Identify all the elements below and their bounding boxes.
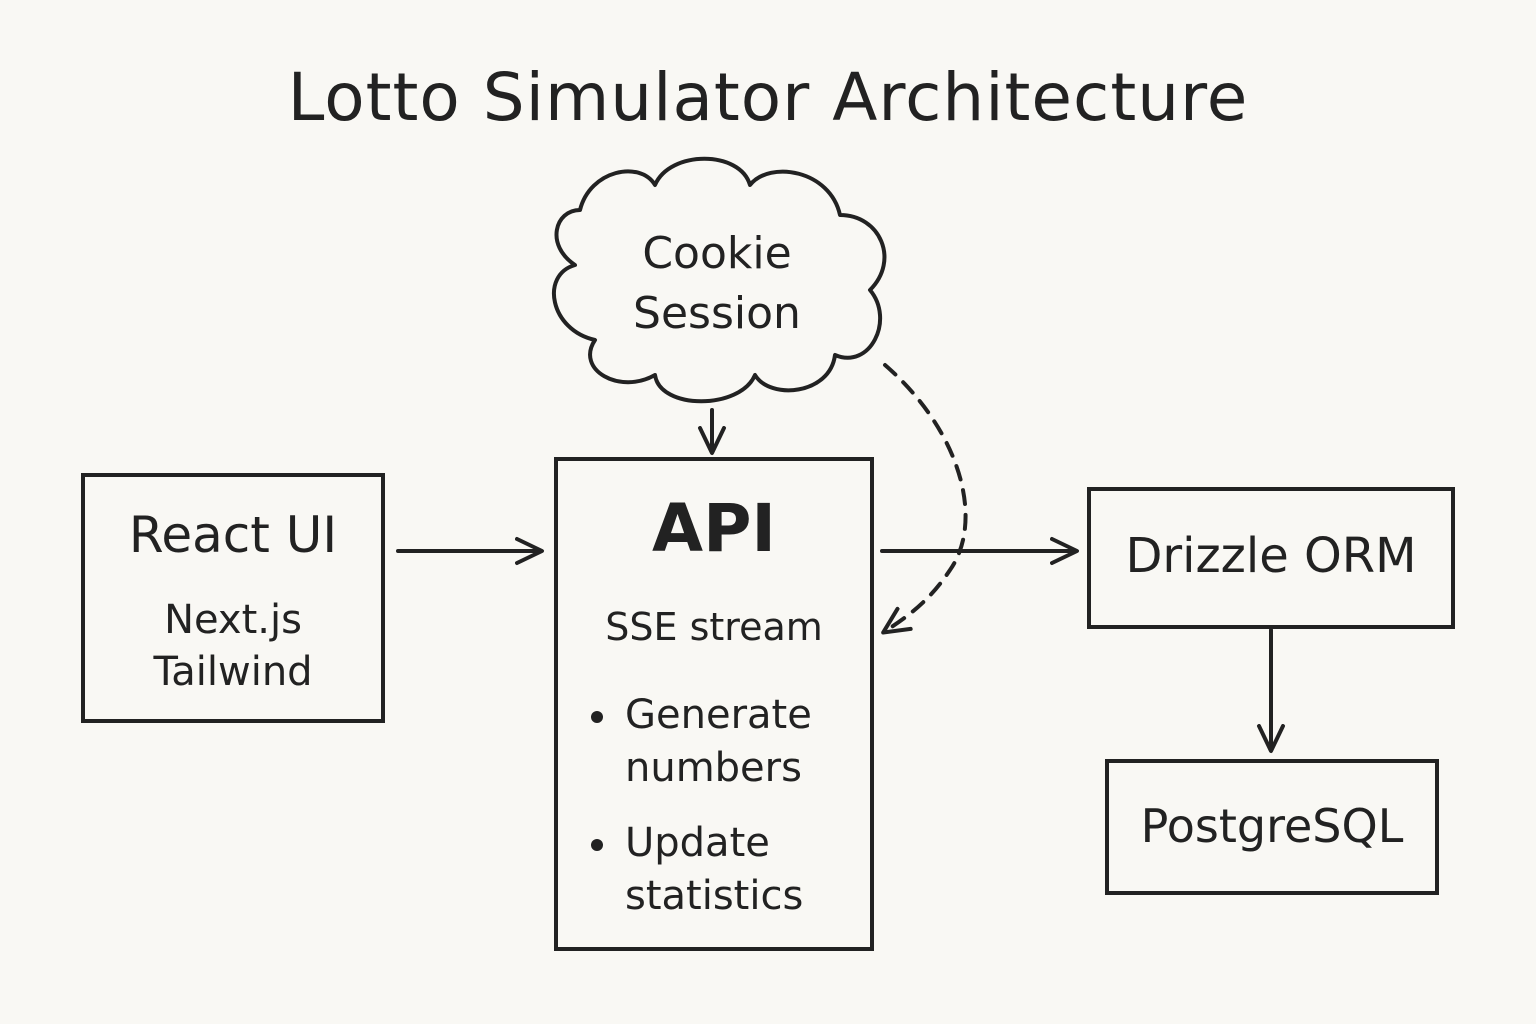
drizzle-orm-title: Drizzle ORM bbox=[1125, 528, 1417, 584]
edge-cookie-to-api-dashed bbox=[881, 363, 968, 635]
api-bullet-dot-2 bbox=[591, 839, 603, 851]
cookie-label-line1: Cookie bbox=[642, 228, 792, 279]
api-title: API bbox=[651, 490, 776, 567]
postgresql-title: PostgreSQL bbox=[1140, 799, 1404, 853]
react-ui-line1: Next.js bbox=[164, 597, 302, 643]
react-ui-line2: Tailwind bbox=[153, 649, 313, 695]
api-node bbox=[554, 457, 874, 951]
api-bullet-2-line1: Update bbox=[625, 820, 770, 866]
api-bullet-1-line1: Generate bbox=[625, 692, 812, 738]
diagram-title: Lotto Simulator Architecture bbox=[287, 59, 1249, 136]
api-bullet-1-line2: numbers bbox=[625, 745, 802, 791]
cookie-label-line2: Session bbox=[633, 288, 801, 339]
cookie-session-cloud bbox=[551, 156, 887, 404]
postgresql-node bbox=[1105, 759, 1439, 895]
react-ui-title: React UI bbox=[128, 506, 338, 564]
drizzle-orm-node bbox=[1087, 487, 1455, 629]
api-bullet-dot-1 bbox=[591, 711, 603, 723]
react-ui-node bbox=[81, 473, 385, 723]
api-subtitle: SSE stream bbox=[605, 605, 823, 649]
api-bullet-2-line2: statistics bbox=[625, 873, 804, 919]
